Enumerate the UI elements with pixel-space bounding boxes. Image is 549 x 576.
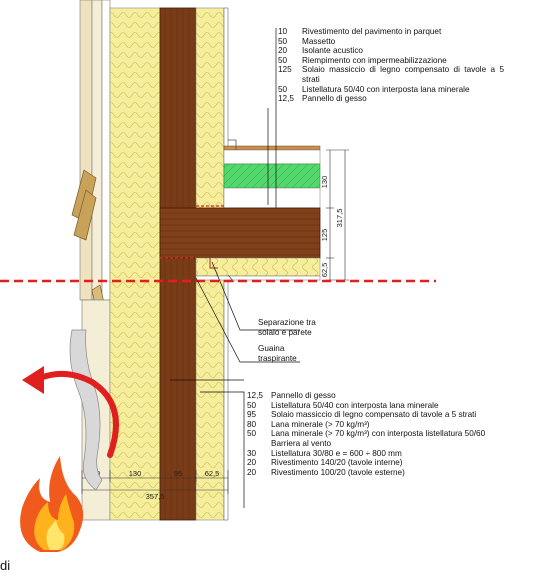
layer-thickness: 50: [278, 84, 288, 94]
layer-description: Listellatura 50/40 con interposta lana m…: [271, 400, 439, 410]
layer-thickness: 12,5: [247, 391, 263, 400]
layer-thickness: 125: [278, 65, 292, 75]
layer-description: Massetto: [302, 36, 336, 46]
legend-row: 50 Riempimento con impermeabilizzazione: [278, 56, 504, 66]
dim-130-vertical: 130: [320, 176, 329, 189]
layer-thickness: 80: [247, 419, 257, 429]
separation-label: Separazione tra solaio e parete: [258, 318, 316, 337]
layer-description: Barriera al vento: [271, 438, 332, 448]
clt-floor-slab: [159, 207, 321, 259]
layer-thickness: 50: [278, 55, 288, 65]
legend-row: 50 Massetto: [278, 37, 504, 47]
layer-thickness: 95: [247, 410, 257, 420]
wall-layers-legend: 12,5 Pannello di gesso 50 Listellatura 50/…: [247, 391, 495, 477]
dim-62-vertical: 62,5: [320, 263, 329, 278]
dim-62-horizontal: 62,5: [205, 469, 220, 478]
layer-description: Pannello di gesso: [271, 391, 336, 400]
layer-thickness: 20: [247, 467, 257, 477]
cropped-caption-text: di: [0, 558, 11, 573]
dim-125-vertical: 125: [320, 229, 329, 242]
layer-description: Rivestimento 140/20 (tavole interne): [271, 458, 403, 468]
fire-icon: [20, 456, 84, 552]
mineral-wool-layer: [109, 7, 161, 521]
legend-row: 10 Rivestimento del pavimento in parquet: [278, 27, 504, 37]
red-curved-arrow-icon: [22, 366, 119, 458]
legend-row: 20 Rivestimento 140/20 (tavole interne): [247, 458, 495, 468]
layer-description: Riempimento con impermeabilizzazione: [302, 55, 447, 65]
dim-130-horizontal: 130: [129, 469, 142, 478]
legend-row: 95 Solaio massiccio di legno compensato d…: [247, 410, 495, 420]
legend-row: 30 Listellatura 30/80 e = 600 ÷ 800 mm: [247, 449, 495, 459]
legend-row: 12,5 Pannello di gesso: [278, 94, 504, 104]
legend-row: 12,5 Pannello di gesso: [247, 391, 495, 401]
layer-description: Solaio massiccio di legno compensato di …: [271, 410, 477, 420]
leader-lines: [170, 28, 300, 508]
layer-description: Listellatura 30/80 e = 600 ÷ 800 mm: [271, 448, 402, 458]
layer-description: Rivestimento del pavimento in parquet: [302, 27, 442, 36]
layer-thickness: 12,5: [278, 94, 294, 104]
layer-description: Lana minerale (> 70 kg/m³): [271, 419, 370, 429]
legend-row: 50 Listellatura 50/40 con interposta lana…: [247, 401, 495, 411]
layer-thickness: 20: [278, 46, 288, 56]
floor-buildup: [159, 139, 321, 283]
clt-wall-panel: [159, 7, 197, 521]
legend-row: 20 Isolante acustico: [278, 46, 504, 56]
separation-label-line-1: Separazione tra: [258, 318, 316, 327]
layer-description: Rivestimento 100/20 (tavole esterne): [271, 467, 405, 477]
layer-thickness: 50: [247, 400, 257, 410]
membrane-label: Guaina traspirante: [258, 344, 297, 363]
layer-description: Isolante acustico: [302, 46, 363, 56]
legend-row: 20 Rivestimento 100/20 (tavole esterne): [247, 468, 495, 478]
layer-thickness: 10: [278, 27, 288, 36]
layer-thickness: 50: [278, 36, 288, 46]
layer-thickness: 30: [247, 448, 257, 458]
layer-description: Solaio massiccio di legno compensato di …: [302, 65, 504, 84]
horizontal-dimensions: [81, 470, 229, 494]
layer-thickness: [247, 439, 271, 449]
legend-row: 125 Solaio massiccio di legno compensato …: [278, 65, 504, 84]
membrane-label-line-1: Guaina: [258, 344, 285, 353]
dim-357-horizontal: 357,5: [146, 492, 165, 501]
layer-description: Pannello di gesso: [302, 94, 367, 104]
legend-row: 80 Lana minerale (> 70 kg/m³): [247, 420, 495, 430]
layer-description: Listellatura 50/40 con interposta lana m…: [302, 84, 470, 94]
legend-row: 50 Lana minerale (> 70 kg/m³) con interpo…: [247, 429, 495, 439]
legend-row: 50 Listellatura 50/40 con interposta lana…: [278, 85, 504, 95]
dim-95-horizontal: 95: [174, 469, 182, 478]
layer-thickness: 20: [247, 458, 257, 468]
membrane-label-line-2: traspirante: [258, 353, 297, 363]
dim-317-vertical: 317,5: [335, 209, 344, 228]
separation-label-line-2: solaio e parete: [258, 327, 312, 337]
layer-thickness: 50: [247, 429, 257, 439]
legend-row: Barriera al vento: [247, 439, 495, 449]
layer-description: Lana minerale (> 70 kg/m³) con interpost…: [271, 429, 486, 439]
